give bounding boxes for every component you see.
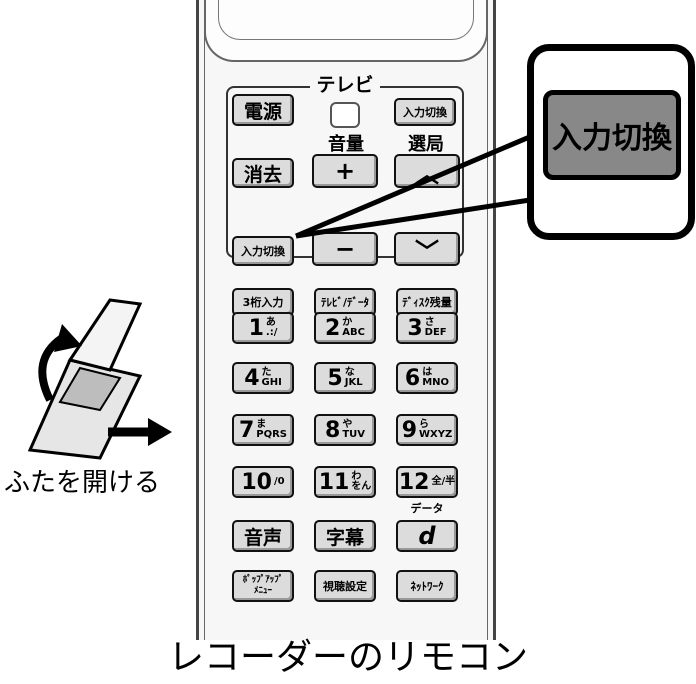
tv-section-label: テレビ xyxy=(310,74,380,96)
lid-open-caption: ふたを開ける xyxy=(4,468,161,498)
channel-label: 選局 xyxy=(408,134,444,155)
viewing-settings-button[interactable]: 視聴設定 xyxy=(314,570,376,602)
volume-down-button[interactable]: − xyxy=(312,232,378,266)
subtitle-button[interactable]: 字幕 xyxy=(314,520,376,552)
volume-label: 音量 xyxy=(328,134,364,155)
popup-menu-button[interactable]: ﾎﾟｯﾌﾟｱｯﾌﾟﾒﾆｭｰ xyxy=(232,570,294,602)
chevron-down-icon: ﹀ xyxy=(415,237,439,266)
callout-input-switch-button: 入力切換 xyxy=(543,90,681,180)
indicator-light xyxy=(330,102,360,128)
network-button[interactable]: ﾈｯﾄﾜｰｸ xyxy=(396,570,458,602)
tv-input-switch-button[interactable]: 入力切換 xyxy=(394,98,456,126)
flip-lid-illustration xyxy=(27,298,172,460)
clear-button[interactable]: 消去 xyxy=(232,158,294,188)
channel-down-button[interactable]: ﹀ xyxy=(394,232,460,266)
input-switch-button[interactable]: 入力切換 xyxy=(232,236,294,266)
remote-lid-inner xyxy=(218,0,474,40)
power-button[interactable]: 電源 xyxy=(232,94,294,126)
remote-inner-outline xyxy=(204,0,488,640)
data-label: データ xyxy=(410,502,444,515)
remote-lid xyxy=(204,0,488,62)
figure-caption: レコーダーのリモコン xyxy=(167,637,528,678)
audio-button[interactable]: 音声 xyxy=(232,520,294,552)
d-data-button[interactable]: d xyxy=(396,520,458,552)
volume-up-button[interactable]: + xyxy=(312,154,378,188)
tv-data-button[interactable]: ﾃﾚﾋﾞ/ﾃﾞｰﾀ xyxy=(314,288,376,316)
three-digit-input-button[interactable]: 3桁入力 xyxy=(232,288,294,316)
number-10-button[interactable]: 10/0 xyxy=(232,466,294,498)
